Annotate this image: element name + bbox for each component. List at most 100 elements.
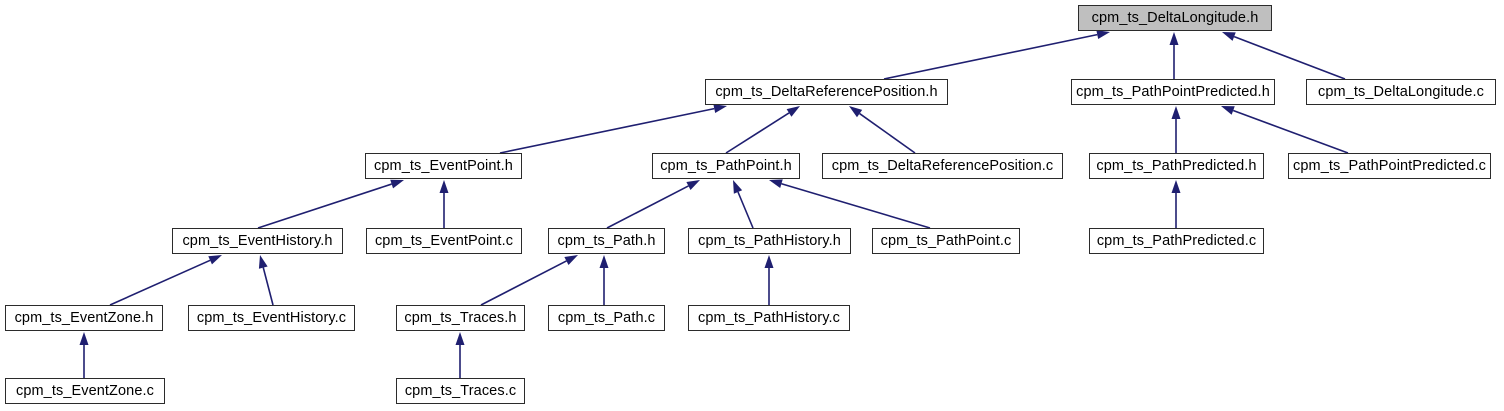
graph-node-label: cpm_ts_EventHistory.h xyxy=(182,232,333,249)
graph-node-pathHistoryC[interactable]: cpm_ts_PathHistory.c xyxy=(688,305,850,331)
graph-edge-eventZoneC-to-eventZoneH xyxy=(79,332,89,378)
graph-edge-deltaReferencePositionC-to-deltaReferencePositionH xyxy=(849,106,916,154)
graph-node-label: cpm_ts_PathPointPredicted.c xyxy=(1293,157,1486,174)
graph-node-tracesH[interactable]: cpm_ts_Traces.h xyxy=(396,305,525,331)
graph-node-deltaLongitudeC[interactable]: cpm_ts_DeltaLongitude.c xyxy=(1306,79,1496,105)
graph-node-label: cpm_ts_PathPredicted.h xyxy=(1096,157,1257,174)
graph-edge-pathHistoryC-to-pathHistoryH xyxy=(764,255,774,305)
edge-line xyxy=(1233,35,1346,80)
graph-edge-eventZoneH-to-eventHistoryH xyxy=(109,255,222,306)
edge-line xyxy=(781,182,931,229)
graph-node-pathPointPredictedC[interactable]: cpm_ts_PathPointPredicted.c xyxy=(1288,153,1491,179)
edge-arrowhead-icon xyxy=(786,106,800,117)
edge-arrowhead-icon xyxy=(1221,106,1235,115)
graph-node-label: cpm_ts_DeltaReferencePosition.c xyxy=(831,157,1054,174)
graph-edge-pathPointC-to-pathPointH xyxy=(769,179,931,229)
graph-node-eventHistoryC[interactable]: cpm_ts_EventHistory.c xyxy=(188,305,355,331)
edge-arrowhead-icon xyxy=(764,255,774,268)
edge-line xyxy=(257,183,392,229)
graph-edge-pathPointPredictedH-to-deltaLongitudeH xyxy=(1169,32,1179,79)
graph-node-label: cpm_ts_DeltaReferencePosition.h xyxy=(715,83,938,100)
edge-line xyxy=(499,107,715,154)
graph-node-label: cpm_ts_EventPoint.c xyxy=(374,232,514,249)
graph-edge-eventHistoryH-to-eventPointH xyxy=(257,179,404,229)
graph-edge-pathC-to-pathH xyxy=(599,255,609,305)
graph-node-label: cpm_ts_Traces.c xyxy=(404,382,517,399)
edge-arrowhead-icon xyxy=(733,180,743,194)
graph-node-eventPointC[interactable]: cpm_ts_EventPoint.c xyxy=(366,228,522,254)
graph-node-deltaReferencePositionC[interactable]: cpm_ts_DeltaReferencePosition.c xyxy=(822,153,1063,179)
edge-arrowhead-icon xyxy=(1096,30,1110,40)
graph-node-deltaReferencePositionH[interactable]: cpm_ts_DeltaReferencePosition.h xyxy=(705,79,948,105)
graph-node-tracesC[interactable]: cpm_ts_Traces.c xyxy=(396,378,525,404)
graph-node-label: cpm_ts_EventPoint.h xyxy=(374,157,513,174)
graph-node-eventHistoryH[interactable]: cpm_ts_EventHistory.h xyxy=(172,228,343,254)
graph-node-label: cpm_ts_PathPoint.h xyxy=(660,157,792,174)
graph-edge-deltaReferencePositionH-to-deltaLongitudeH xyxy=(883,30,1110,80)
graph-node-label: cpm_ts_Path.c xyxy=(557,309,656,326)
edge-arrowhead-icon xyxy=(208,255,222,265)
graph-edge-pathPointPredictedC-to-pathPointPredictedH xyxy=(1221,106,1349,154)
graph-node-pathPointH[interactable]: cpm_ts_PathPoint.h xyxy=(652,153,800,179)
graph-node-pathPointPredictedH[interactable]: cpm_ts_PathPointPredicted.h xyxy=(1071,79,1275,105)
graph-node-pathH[interactable]: cpm_ts_Path.h xyxy=(548,228,665,254)
edge-line xyxy=(1232,109,1349,154)
graph-edge-eventPointC-to-eventPointH xyxy=(439,180,449,228)
graph-node-pathPointC[interactable]: cpm_ts_PathPoint.c xyxy=(872,228,1020,254)
edge-arrowhead-icon xyxy=(686,180,700,190)
edge-arrowhead-icon xyxy=(1169,32,1179,45)
graph-node-eventZoneH[interactable]: cpm_ts_EventZone.h xyxy=(5,305,163,331)
graph-edge-pathPointH-to-deltaReferencePositionH xyxy=(725,106,800,154)
edge-arrowhead-icon xyxy=(1171,180,1181,193)
graph-edge-tracesC-to-tracesH xyxy=(455,332,465,378)
graph-edge-pathPredictedC-to-pathPredictedH xyxy=(1171,180,1181,228)
edge-arrowhead-icon xyxy=(599,255,609,268)
graph-node-pathPredictedC[interactable]: cpm_ts_PathPredicted.c xyxy=(1089,228,1264,254)
graph-node-pathPredictedH[interactable]: cpm_ts_PathPredicted.h xyxy=(1089,153,1264,179)
graph-edge-pathPredictedH-to-pathPointPredictedH xyxy=(1171,106,1181,153)
edge-arrowhead-icon xyxy=(769,179,783,189)
edge-arrowhead-icon xyxy=(390,179,404,189)
graph-node-pathC[interactable]: cpm_ts_Path.c xyxy=(548,305,665,331)
graph-node-label: cpm_ts_EventZone.h xyxy=(14,309,154,326)
edge-line xyxy=(737,191,754,229)
edge-arrowhead-icon xyxy=(439,180,449,193)
graph-node-label: cpm_ts_EventHistory.c xyxy=(196,309,347,326)
graph-node-eventZoneC[interactable]: cpm_ts_EventZone.c xyxy=(5,378,165,404)
edge-line xyxy=(262,267,274,306)
graph-edge-eventPointH-to-deltaReferencePositionH xyxy=(499,104,727,154)
graph-node-deltaLongitudeH[interactable]: cpm_ts_DeltaLongitude.h xyxy=(1078,5,1272,31)
edge-line xyxy=(606,185,689,229)
graph-node-label: cpm_ts_EventZone.c xyxy=(15,382,154,399)
edge-arrowhead-icon xyxy=(1171,106,1181,119)
edge-line xyxy=(859,112,916,154)
graph-node-label: cpm_ts_DeltaLongitude.h xyxy=(1091,9,1259,26)
graph-edge-pathH-to-pathPointH xyxy=(606,180,700,229)
edge-line xyxy=(109,259,211,306)
graph-edge-pathHistoryH-to-pathPointH xyxy=(733,180,754,229)
graph-node-label: cpm_ts_DeltaLongitude.c xyxy=(1318,83,1484,100)
graph-node-label: cpm_ts_PathPoint.c xyxy=(880,232,1012,249)
graph-node-label: cpm_ts_Traces.h xyxy=(404,309,517,326)
graph-edge-deltaLongitudeC-to-deltaLongitudeH xyxy=(1222,32,1346,80)
graph-node-label: cpm_ts_PathPointPredicted.h xyxy=(1076,83,1270,100)
edge-arrowhead-icon xyxy=(455,332,465,345)
graph-node-pathHistoryH[interactable]: cpm_ts_PathHistory.h xyxy=(688,228,851,254)
edge-arrowhead-icon xyxy=(849,106,863,118)
graph-node-eventPointH[interactable]: cpm_ts_EventPoint.h xyxy=(365,153,522,179)
edge-arrowhead-icon xyxy=(1222,32,1236,41)
graph-node-label: cpm_ts_PathHistory.c xyxy=(698,309,840,326)
graph-edge-tracesH-to-pathH xyxy=(480,255,578,306)
edge-line xyxy=(883,33,1098,80)
edge-arrowhead-icon xyxy=(258,255,268,269)
edge-arrowhead-icon xyxy=(713,104,727,114)
graph-node-label: cpm_ts_PathHistory.h xyxy=(698,232,841,249)
edge-line xyxy=(725,112,790,154)
graph-edge-eventHistoryC-to-eventHistoryH xyxy=(258,255,274,306)
graph-node-label: cpm_ts_PathPredicted.c xyxy=(1096,232,1257,249)
edge-arrowhead-icon xyxy=(564,255,578,265)
edge-line xyxy=(480,260,567,306)
edge-arrowhead-icon xyxy=(79,332,89,345)
graph-node-label: cpm_ts_Path.h xyxy=(557,232,656,249)
